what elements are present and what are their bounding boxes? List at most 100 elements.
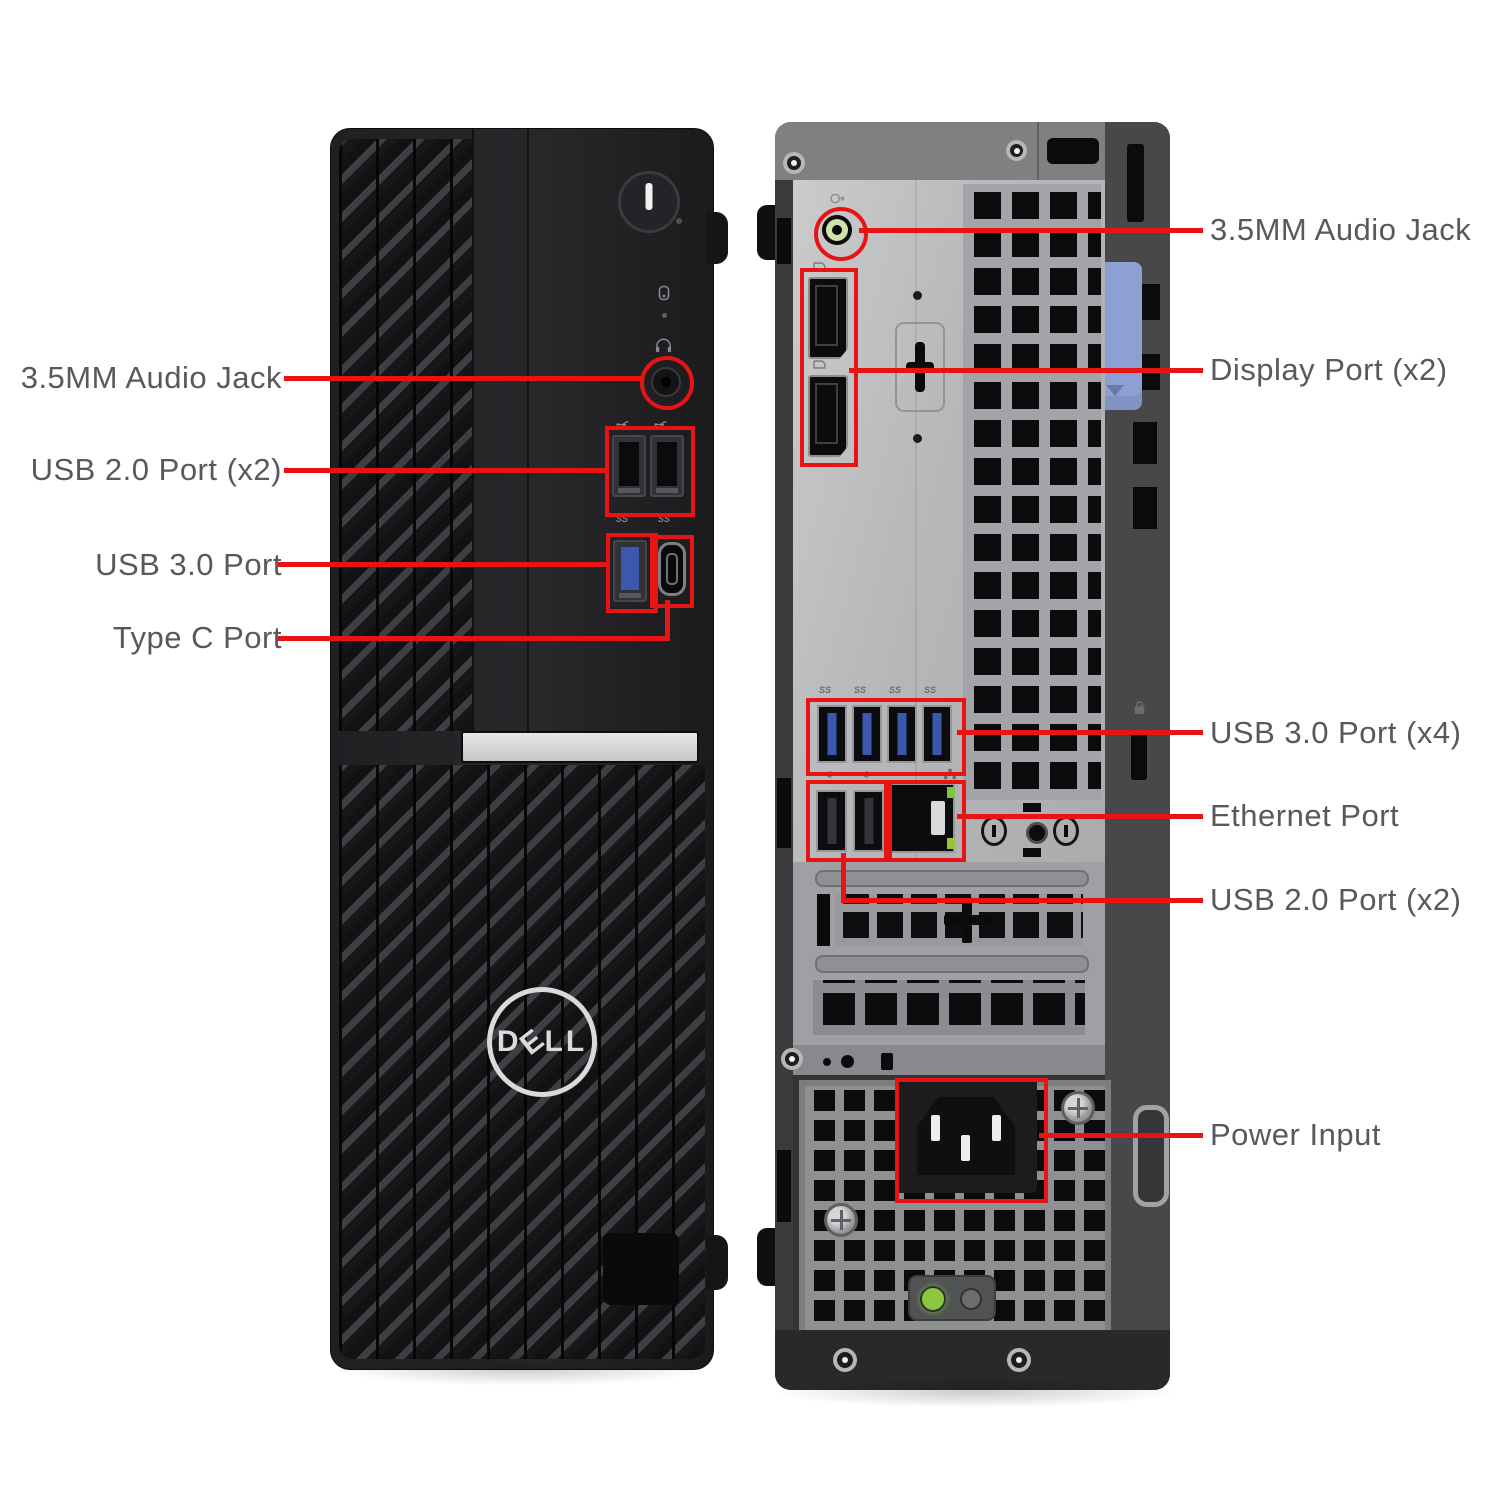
front-badge — [603, 1233, 679, 1305]
power-inlet[interactable] — [917, 1097, 1015, 1175]
annotation-circle-back-audio — [814, 207, 868, 261]
label-front-usbc: Type C Port — [112, 620, 282, 655]
back-tower: SS SS SS SS — [775, 122, 1170, 1390]
front-tower-shadow — [330, 1352, 712, 1386]
power-pin — [992, 1115, 1001, 1141]
back-usb3-port-1[interactable] — [817, 705, 847, 763]
left-frame-slot — [777, 1150, 791, 1222]
psu-screw — [824, 1203, 858, 1237]
displayport-1[interactable] — [808, 277, 848, 359]
pinhole — [823, 1058, 831, 1066]
displayport-2[interactable] — [808, 375, 848, 457]
label-back-usb3: USB 3.0 Port (x4) — [1210, 715, 1462, 750]
power-pin — [931, 1115, 940, 1141]
psu-indicator-module — [908, 1275, 996, 1321]
ss-usb-icon: SS — [658, 514, 671, 524]
front-usb2-port-1[interactable] — [612, 435, 646, 497]
back-usb2-port-2[interactable] — [853, 790, 884, 852]
psu-pull-handle[interactable] — [1133, 1105, 1169, 1207]
psu-screw — [1061, 1091, 1095, 1125]
right-frame-tab — [1133, 487, 1157, 529]
annotation-line — [841, 853, 846, 903]
ethernet-link-led — [947, 787, 955, 798]
back-usb3-port-2[interactable] — [852, 705, 882, 763]
back-tower-shadow — [770, 1376, 1180, 1408]
annotation-line — [278, 562, 608, 567]
annotation-line — [841, 898, 1203, 903]
security-slot — [1131, 734, 1147, 780]
psu-status-led — [920, 1286, 946, 1312]
back-usb3-port-4[interactable] — [922, 705, 952, 763]
line-out-icon — [829, 192, 846, 205]
psu-top-strip — [793, 1045, 1105, 1075]
mount-screw-hole — [913, 434, 922, 443]
right-frame-tab — [1133, 422, 1157, 464]
headphones-icon — [654, 337, 673, 353]
annotation-box-ethernet — [884, 780, 966, 862]
dell-logo: DELL — [487, 987, 597, 1097]
screw — [1006, 140, 1027, 161]
annotation-circle-front-audio — [640, 356, 694, 410]
mount-screw-hole — [913, 291, 922, 300]
annotation-line — [278, 636, 670, 641]
label-back-power: Power Input — [1210, 1117, 1381, 1152]
power-led — [676, 218, 682, 224]
screw — [833, 1348, 857, 1372]
pinhole — [881, 1053, 893, 1070]
top-frame-seam — [1037, 122, 1039, 180]
vent-slats-2 — [813, 980, 1085, 1035]
slot-bracket — [817, 894, 830, 946]
front-side-tab — [706, 1235, 728, 1290]
back-usb2-port-1[interactable] — [816, 790, 847, 852]
ethernet-port[interactable] — [887, 783, 955, 853]
io-panel-seam — [915, 180, 917, 920]
drive-bay-seam — [527, 129, 529, 731]
power-button[interactable] — [618, 171, 680, 233]
annotation-box-back-usb3 — [806, 698, 966, 776]
ss-usb-icon: SS — [616, 514, 629, 524]
ethernet-activity-led — [947, 838, 955, 849]
latch-arrow-icon — [1106, 385, 1124, 396]
punch-slot — [1023, 848, 1041, 857]
label-front-usb3: USB 3.0 Port — [95, 547, 282, 582]
dell-logo-text: DELL — [496, 1021, 588, 1062]
annotation-box-front-usbc — [650, 535, 694, 608]
back-side-tab — [757, 205, 777, 260]
front-usb2-port-2[interactable] — [650, 435, 684, 497]
punch-hole — [1026, 822, 1048, 844]
back-side-tab — [757, 1228, 777, 1286]
pinhole — [841, 1055, 854, 1068]
expansion-slot-cover-2 — [815, 955, 1089, 973]
back-usb3-port-3[interactable] — [887, 705, 917, 763]
left-frame-slot — [777, 778, 791, 848]
expansion-slot-cover-1 — [815, 870, 1089, 887]
screw — [1007, 1348, 1031, 1372]
power-pin — [961, 1135, 970, 1161]
mounting-plate — [895, 322, 945, 412]
lock-icon — [1133, 700, 1146, 715]
annotation-line — [284, 468, 606, 473]
vent-grid — [963, 184, 1101, 800]
annotation-box-back-usb2 — [806, 780, 892, 862]
hdd-indicator-icon — [657, 285, 671, 301]
front-tower: DELL SS SS — [330, 128, 714, 1370]
front-usb3-port[interactable] — [613, 540, 647, 602]
plus-cutout — [944, 915, 990, 925]
label-front-audio-jack: 3.5MM Audio Jack — [20, 360, 282, 395]
top-slot — [1047, 138, 1099, 164]
annotation-line — [1039, 1133, 1203, 1138]
front-silver-strip — [461, 731, 699, 763]
hdd-activity-led — [662, 313, 667, 318]
annotation-line — [849, 368, 1203, 373]
power-inlet-recess — [895, 1078, 1037, 1193]
front-side-tab — [706, 212, 728, 264]
label-back-displayport: Display Port (x2) — [1210, 352, 1448, 387]
annotation-line — [665, 600, 670, 641]
screw — [781, 1048, 803, 1070]
psu-test-button[interactable] — [960, 1288, 982, 1310]
back-left-frame — [775, 180, 793, 1330]
punch-oval — [1053, 816, 1079, 846]
annotation-box-front-usb2 — [605, 426, 695, 517]
front-usbc-port[interactable] — [658, 542, 686, 596]
